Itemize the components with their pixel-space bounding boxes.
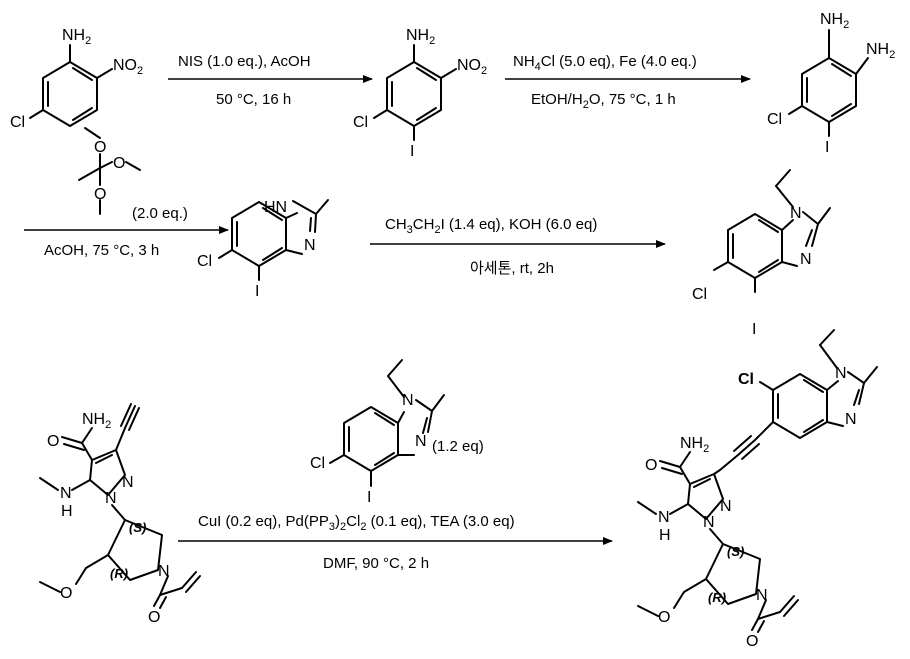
step4-conditions: 아세톤, rt, 2h	[470, 260, 554, 277]
step4: CH3CH2I (1.4 eq), KOH (6.0 eq) 아세톤, rt, …	[370, 216, 665, 277]
nitro-label: NO2	[457, 57, 487, 77]
iodo-label: I	[410, 143, 414, 160]
nitrogen-label: N	[402, 392, 414, 409]
step5: N N Cl I (1.2 eq) CuI (0.2 eq), Pd(PP3)2…	[178, 360, 612, 572]
step2-reagents: NH4Cl (5.0 eq), Fe (4.0 eq.)	[513, 53, 697, 73]
amide-oxygen-label: O	[645, 457, 657, 474]
orthoester-structure: O O O	[79, 128, 140, 214]
chloro-label: Cl	[692, 286, 707, 303]
molecule-methylbenzimidazole: HN N Cl I	[197, 199, 328, 300]
nh-label: HN	[264, 199, 287, 216]
step5-equivalents: (1.2 eq)	[432, 438, 484, 455]
iodo-label: I	[752, 321, 756, 338]
iodo-label: I	[367, 489, 371, 506]
nh-nitrogen-label: N	[60, 485, 72, 502]
step1: NIS (1.0 eq.), AcOH 50 °C, 16 h	[168, 53, 372, 108]
nh-nitrogen-label: N	[658, 509, 670, 526]
step5-conditions: DMF, 90 °C, 2 h	[323, 555, 429, 572]
amide-nh2-label: NH2	[680, 435, 709, 455]
molecule-chloronitroaniline: NH2 NO2 Cl	[10, 27, 143, 131]
step3: O O O (2.0 eq.) AcOH, 75 °C, 3 h	[24, 128, 228, 259]
step2: NH4Cl (5.0 eq), Fe (4.0 eq.) EtOH/H2O, 7…	[505, 53, 750, 111]
ether-oxygen-label: O	[658, 609, 670, 626]
step3-conditions: AcOH, 75 °C, 3 h	[44, 242, 159, 259]
molecule-iodonitroaniline: NH2 NO2 Cl I	[353, 27, 487, 160]
iodo-label: I	[825, 139, 829, 156]
ether-oxygen-label: O	[60, 585, 72, 602]
amine-label: NH2	[406, 27, 435, 47]
amine-label: NH2	[866, 41, 895, 61]
nitrogen-label: N	[415, 433, 427, 450]
chloro-label: Cl	[10, 114, 25, 131]
chloro-label: Cl	[197, 253, 212, 270]
oxygen-label: O	[113, 155, 125, 172]
molecule-ethylbenzimidazole: N N Cl I	[692, 170, 830, 338]
molecule-diamine: NH2 NH2 Cl I	[767, 11, 895, 156]
amine-label: NH2	[820, 11, 849, 31]
nitrogen-label: N	[703, 514, 715, 531]
nitro-label: NO2	[113, 57, 143, 77]
oxygen-label: O	[94, 139, 106, 156]
nitrogen-label: N	[122, 474, 134, 491]
carbonyl-oxygen-label: O	[746, 633, 758, 650]
oxygen-label: O	[94, 186, 106, 203]
molecule-alkyne-pyrazole: NH2 O N N N H (S) N (R) O O	[40, 404, 200, 626]
nh-hydrogen-label: H	[61, 503, 73, 520]
molecule-final-product: N N Cl NH2 O N N N H (S) N (R) O	[638, 330, 877, 650]
step1-conditions: 50 °C, 16 h	[216, 91, 291, 108]
nitrogen-label: N	[845, 411, 857, 428]
step5-reagent-benzimidazole: N N Cl I	[310, 360, 444, 506]
nh-hydrogen-label: H	[659, 527, 671, 544]
chloro-label: Cl	[767, 111, 782, 128]
step3-equivalents: (2.0 eq.)	[132, 205, 188, 222]
amide-nh2-label: NH2	[82, 411, 111, 431]
amide-oxygen-label: O	[47, 433, 59, 450]
amine-label: NH2	[62, 27, 91, 47]
step5-reagents: CuI (0.2 eq), Pd(PP3)2Cl2 (0.1 eq), TEA …	[198, 513, 515, 533]
step4-reagents: CH3CH2I (1.4 eq), KOH (6.0 eq)	[385, 216, 597, 236]
nitrogen-label: N	[800, 251, 812, 268]
chloro-label: Cl	[353, 114, 368, 131]
nitrogen-label: N	[790, 205, 802, 222]
carbonyl-oxygen-label: O	[148, 609, 160, 626]
stereo-r-label: (R)	[708, 590, 726, 605]
nitrogen-label: N	[720, 498, 732, 515]
nitrogen-label: N	[105, 490, 117, 507]
chloro-label: Cl	[310, 455, 325, 472]
nitrogen-label: N	[835, 365, 847, 382]
step1-reagents: NIS (1.0 eq.), AcOH	[178, 53, 311, 70]
chloro-label: Cl	[738, 371, 754, 388]
step2-conditions: EtOH/H2O, 75 °C, 1 h	[531, 91, 676, 111]
stereo-r-label: (R)	[110, 566, 128, 581]
iodo-label: I	[255, 283, 259, 300]
nitrogen-label: N	[304, 237, 316, 254]
